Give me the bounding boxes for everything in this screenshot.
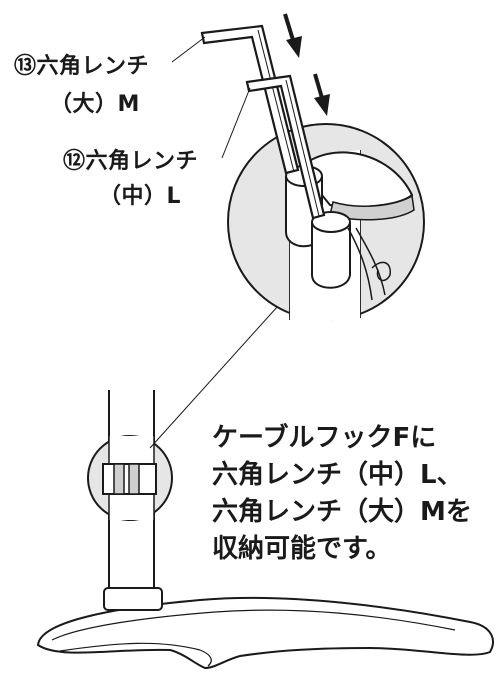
magnifier-view [227, 123, 425, 322]
storage-note-line: 六角レンチ（大）Mを [212, 497, 472, 527]
wrench-13-label-name: ⑬六角レンチ [14, 54, 150, 79]
hex-wrench-13-large-m [200, 24, 300, 175]
storage-note-line: 六角レンチ（中）L、 [212, 460, 463, 490]
insert-arrow-12 [313, 73, 330, 116]
stand-base [36, 596, 494, 670]
zoom-leader-line [149, 305, 279, 449]
wrench-13-label-size: （大）M [50, 92, 140, 117]
storage-note-line: ケーブルフックFに [212, 423, 437, 453]
insert-arrow-13 [283, 13, 302, 58]
wrench-12-label-size: （中）L [99, 184, 182, 209]
cable-hook-small-view [87, 435, 173, 521]
storage-note-line: 収納可能です。 [212, 534, 392, 564]
storage-note: ケーブルフックFに 六角レンチ（中）L、 六角レンチ（大）Mを 収納可能です。 [212, 420, 472, 568]
leader-line-wrench-13 [171, 36, 206, 63]
leader-line-wrench-12 [221, 87, 251, 159]
wrench-12-label-name: ⑫六角レンチ [63, 149, 199, 174]
